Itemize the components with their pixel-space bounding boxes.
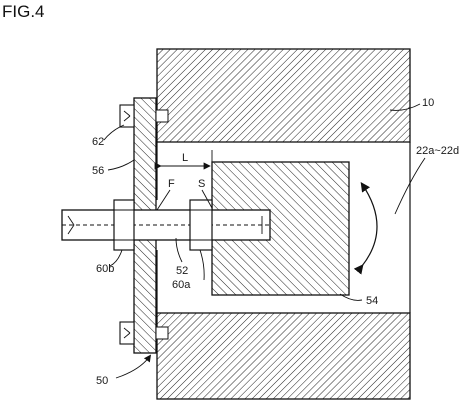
nut-60b — [113, 199, 135, 251]
upper-screw-head — [119, 104, 135, 128]
leader-point-f — [156, 189, 171, 211]
lower-screw-shank — [155, 326, 169, 340]
label-member-range: 22a~22d — [416, 145, 459, 157]
leader-plate-screw — [103, 124, 125, 141]
lower-screw-head — [119, 321, 135, 345]
leader-point-s — [201, 189, 213, 209]
lower-screw-detail-2 — [123, 332, 131, 339]
upper-screw-detail — [123, 110, 131, 117]
label-dimension: L — [182, 152, 188, 164]
label-assembly: 50 — [96, 375, 108, 387]
leader-housing — [389, 103, 421, 111]
upper-screw-shank — [155, 109, 169, 123]
label-point-f: F — [168, 178, 175, 190]
label-nut-60a: 60a — [172, 279, 191, 291]
figure-title: FIG.4 — [2, 2, 45, 21]
shaft-end-left-detail-2 — [67, 224, 75, 235]
nut-60a — [189, 199, 213, 251]
label-housing: 10 — [422, 97, 434, 109]
leader-member-range — [394, 157, 426, 215]
leader-block — [339, 293, 363, 301]
housing-top-block — [156, 48, 411, 143]
leader-nut-60a — [199, 249, 205, 281]
label-nut-60b: 60b — [96, 263, 114, 275]
leader-shaft — [175, 237, 183, 263]
label-plate: 56 — [92, 165, 104, 177]
label-shaft: 52 — [176, 265, 188, 277]
label-point-s: S — [198, 178, 205, 190]
upper-screw-detail-2 — [123, 115, 131, 122]
housing-bottom-block — [156, 312, 411, 400]
lower-screw-detail — [123, 327, 131, 334]
leader-nut-60b — [109, 249, 123, 267]
shaft-end-left-detail — [67, 215, 75, 226]
label-plate-screw: 62 — [92, 136, 104, 148]
label-block: 54 — [366, 295, 378, 307]
rotation-arrow — [353, 182, 378, 275]
leader-assembly — [115, 354, 152, 379]
leader-plate — [107, 159, 135, 171]
